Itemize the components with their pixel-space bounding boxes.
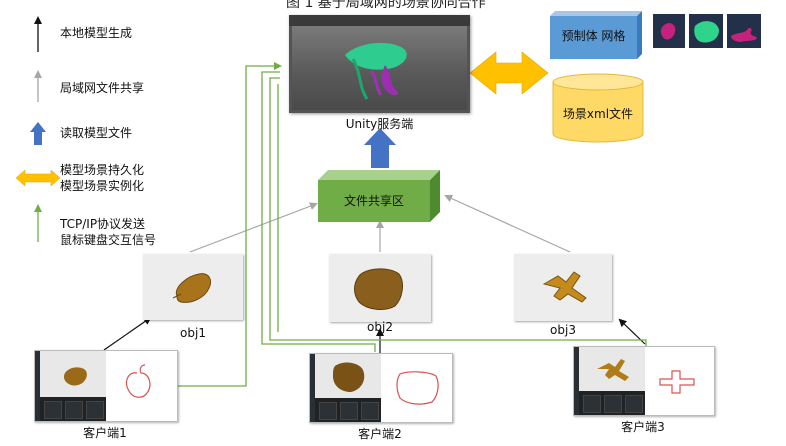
client-label-1: 客户端1 xyxy=(83,426,127,440)
legend-persistence: 模型场景持久化 模型场景实例化 xyxy=(60,162,144,194)
client2-sketch xyxy=(396,371,439,405)
legend-lan-sharing: 局域网文件共享 xyxy=(60,81,145,95)
blue-arrow-read xyxy=(364,128,396,168)
green-line-client3 xyxy=(269,77,647,346)
object-thumbnail-2 xyxy=(329,254,431,322)
black-arrow-client1 xyxy=(103,316,152,351)
prefab-thumbnail-2 xyxy=(689,14,723,48)
legend-tcp: TCP/IP协议发送 鼠标键盘交互信号 xyxy=(60,216,156,248)
server-caption: Unity服务端 xyxy=(345,117,414,131)
object-thumbnail-1 xyxy=(143,254,243,320)
figure-title: 图 1 基于局域网的场景协同合作 xyxy=(286,0,486,11)
legend-blue-arrow xyxy=(30,122,46,145)
legend-persistence-line2: 模型场景实例化 xyxy=(60,179,145,193)
client-label-2: 客户端2 xyxy=(358,427,402,441)
unity-scene-objects xyxy=(345,42,407,100)
gray-arrow-obj3 xyxy=(444,194,571,253)
unity-toolbar xyxy=(289,15,470,26)
client1-sketch xyxy=(125,364,151,398)
gray-arrow-obj1 xyxy=(189,202,318,253)
object-label-2: obj2 xyxy=(367,320,393,334)
prefab-thumbnail-1 xyxy=(653,14,685,48)
legend-local-generation: 本地模型生成 xyxy=(60,26,133,40)
legend-tcp-line2: 鼠标键盘交互信号 xyxy=(60,233,157,247)
client-screenshot-1 xyxy=(34,350,178,422)
prefab-mesh-box: 预制体 网格 xyxy=(550,11,642,59)
client2-sidebar xyxy=(310,354,315,422)
client-screenshot-3 xyxy=(573,346,715,416)
orange-double-arrow xyxy=(469,51,549,95)
prefab-label: 预制体 网格 xyxy=(561,29,626,43)
client3-model-view xyxy=(579,347,645,391)
scene-xml-cylinder: 场景xml文件 xyxy=(552,73,644,143)
unity-server-screenshot xyxy=(289,15,470,113)
object-label-1: obj1 xyxy=(180,326,206,340)
scene-xml-label: 场景xml文件 xyxy=(562,107,634,121)
client1-sidebar xyxy=(35,351,40,421)
shared-folder-box: 文件共享区 xyxy=(318,170,440,222)
green-line-client2 xyxy=(261,71,376,352)
client3-sketch xyxy=(659,370,695,394)
legend-tcp-line1: TCP/IP协议发送 xyxy=(60,217,146,231)
legend-persistence-line1: 模型场景持久化 xyxy=(60,163,145,177)
legend-read-model: 读取模型文件 xyxy=(60,126,133,140)
object-label-3: obj3 xyxy=(550,323,576,337)
object-thumbnail-3 xyxy=(514,254,612,321)
client1-model-view xyxy=(40,351,106,397)
green-line-client1 xyxy=(176,62,282,387)
prefab-thumbnail-3 xyxy=(727,14,761,48)
shared-folder-label: 文件共享区 xyxy=(343,194,404,208)
client3-sidebar xyxy=(574,347,579,415)
client-label-3: 客户端3 xyxy=(621,420,665,434)
client-screenshot-2 xyxy=(309,353,453,423)
legend-orange-arrow xyxy=(15,169,61,187)
client2-model-view xyxy=(315,354,381,398)
